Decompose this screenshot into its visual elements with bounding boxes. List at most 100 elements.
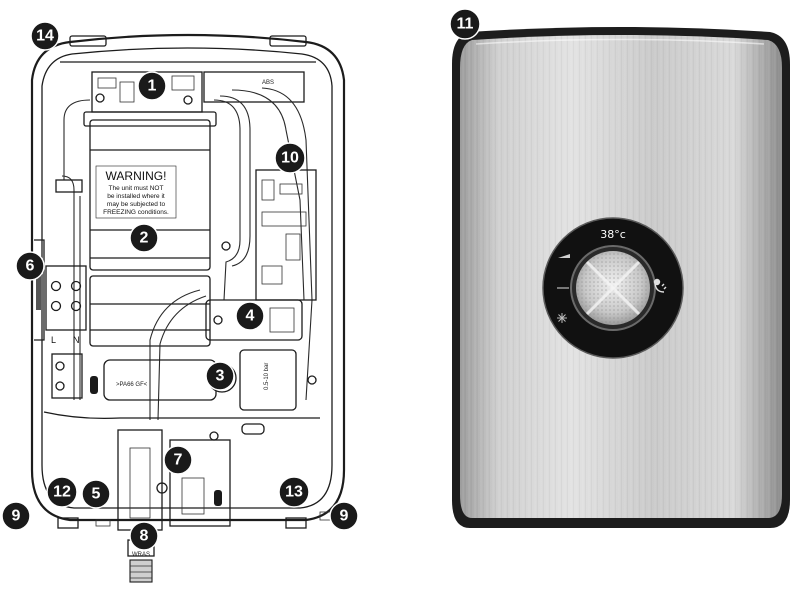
callout-12: 12 — [46, 476, 78, 508]
svg-text:10: 10 — [281, 150, 299, 167]
lower-divider — [43, 411, 320, 420]
callout-9-right: 9 — [329, 501, 359, 531]
right-pcb-part-3 — [261, 211, 307, 227]
inlet-valve-slot — [214, 490, 222, 506]
right-pipe-d — [261, 87, 313, 401]
svg-text:12: 12 — [53, 484, 71, 501]
callout-10: 10 — [274, 142, 306, 174]
terminal-screw-2 — [70, 280, 82, 292]
callouts: 14 1 10 2 6 4 3 7 — [1, 8, 481, 551]
svg-text:13: 13 — [285, 484, 303, 501]
flow-valve-screw — [213, 315, 223, 325]
bottom-fixing-left — [95, 519, 111, 527]
terminal-screw-4 — [70, 300, 82, 312]
svg-text:4: 4 — [246, 308, 255, 325]
pressure-marking: 0.5-10 bar — [264, 363, 270, 390]
callout-13: 13 — [278, 476, 310, 508]
inlet-thread — [129, 559, 153, 583]
svg-text:14: 14 — [36, 28, 54, 45]
top-pcb-component-b — [119, 81, 135, 103]
dial-knob-cross-2 — [585, 260, 641, 316]
svg-text:9: 9 — [12, 508, 21, 525]
flow-valve-part — [269, 307, 295, 333]
heater-tank — [89, 119, 211, 271]
right-pcb-part-1 — [261, 179, 275, 201]
inlet-screw — [156, 482, 168, 494]
left-bracket-slot — [36, 270, 41, 310]
inlet-marking: WRAS — [132, 552, 150, 558]
svg-text:1: 1 — [148, 78, 157, 95]
callout-8: 8 — [129, 521, 159, 551]
left-bracket — [34, 239, 45, 341]
left-pipe-outer — [61, 99, 91, 400]
pressure-valve — [239, 349, 297, 411]
earth-screw-1 — [55, 361, 65, 371]
housing-screw-right — [307, 375, 317, 385]
flow-valve — [205, 299, 303, 341]
callout-14: 14 — [30, 21, 60, 51]
terminal-block — [45, 265, 87, 331]
warning-title: WARNING! — [106, 169, 167, 183]
lower-tank — [89, 275, 211, 347]
earth-block — [51, 353, 83, 399]
lower-housing-slot — [241, 423, 265, 435]
inlet-filter — [181, 477, 205, 515]
tank-top-cap — [83, 111, 217, 127]
center-pipe — [149, 289, 201, 420]
top-pcb-component-a — [97, 77, 117, 89]
callout-6: 6 — [15, 251, 45, 281]
lower-screw-center — [209, 431, 219, 441]
right-pipe-c — [231, 89, 305, 301]
inlet-assembly-inner — [129, 447, 151, 519]
warning-line-2: be installed where it — [107, 193, 165, 200]
right-pipe-a — [213, 99, 241, 301]
internal-view: ABS WARNING! The unit must NOT be instal… — [30, 33, 346, 583]
callout-2: 2 — [129, 223, 159, 253]
housing-body — [103, 359, 217, 401]
bottom-outlet-right — [285, 517, 307, 529]
terminal-screw-3 — [50, 300, 62, 312]
front-cover-view: 38°c — [452, 27, 790, 528]
eco-snowflake-icon — [557, 313, 567, 323]
svg-text:8: 8 — [140, 528, 149, 545]
inner-casing — [41, 47, 333, 509]
shower-head-icon — [653, 278, 667, 293]
terminal-label-live: L — [51, 335, 56, 345]
callout-7: 7 — [163, 445, 193, 475]
warning-line-3: may be subjected to — [107, 201, 166, 208]
svg-text:11: 11 — [457, 16, 474, 33]
outer-casing — [30, 33, 346, 522]
svg-text:9: 9 — [340, 508, 349, 525]
svg-text:2: 2 — [140, 230, 149, 247]
housing-marking: >PA66 GF< — [116, 382, 148, 388]
inlet-valve-body — [169, 439, 231, 527]
right-top-block-text: ABS — [262, 80, 274, 86]
callout-11: 11 — [449, 8, 481, 40]
cable-entry-slot — [90, 376, 98, 394]
callout-4: 4 — [235, 301, 265, 331]
right-pipe-b — [219, 95, 251, 267]
right-pcb-part-5 — [261, 265, 283, 285]
svg-text:6: 6 — [26, 258, 35, 275]
left-pipe-clip — [55, 179, 83, 193]
callout-3: 3 — [205, 361, 235, 391]
callout-9-left: 9 — [1, 501, 31, 531]
center-pipe-2 — [157, 295, 207, 421]
inlet-assembly — [117, 429, 163, 531]
dial-rim — [542, 217, 684, 359]
top-screw-b — [183, 95, 193, 105]
flow-high-icon — [558, 254, 570, 258]
earth-screw-2 — [55, 381, 65, 391]
terminal-screw-1 — [50, 280, 62, 292]
top-clip-right — [269, 35, 307, 47]
right-top-block — [203, 71, 305, 103]
svg-text:7: 7 — [174, 452, 183, 469]
right-pcb-part-4 — [285, 233, 301, 261]
top-screw-a — [95, 93, 105, 103]
callout-5: 5 — [81, 479, 111, 509]
right-pcb-part-2 — [279, 183, 303, 195]
warning-label-box — [95, 165, 177, 219]
top-clip-left — [69, 35, 107, 47]
control-dial[interactable]: 38°c — [542, 217, 684, 359]
